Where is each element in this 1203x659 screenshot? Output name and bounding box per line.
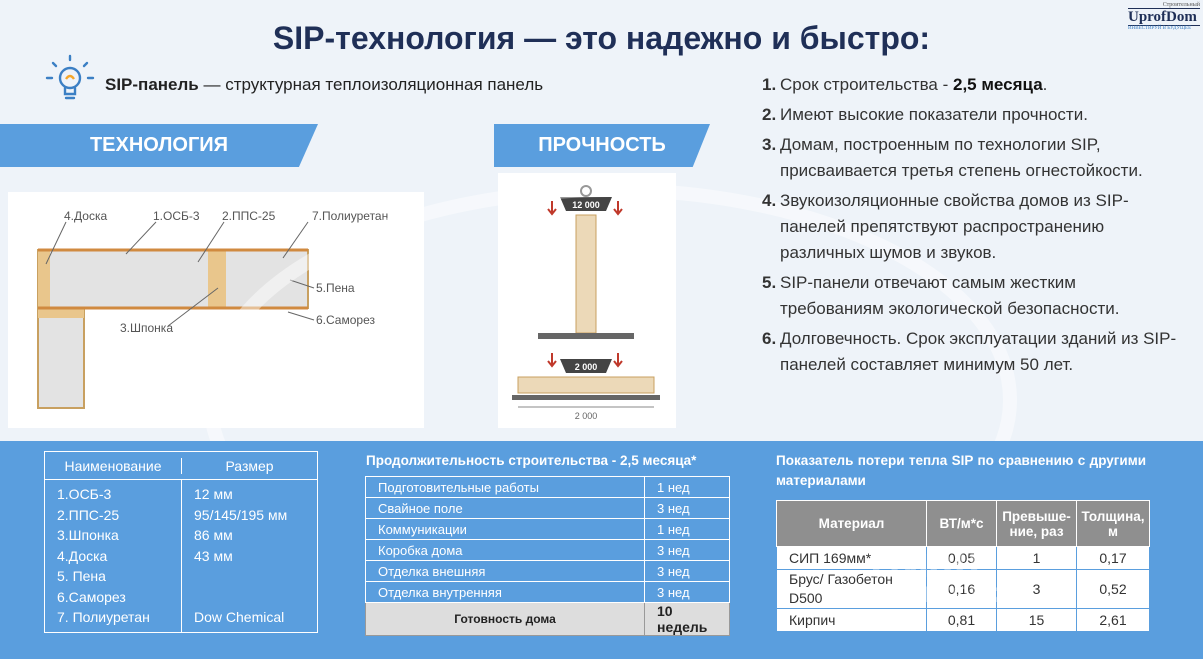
lightbulb-icon (45, 54, 95, 100)
diagram-label-osb: 1.ОСБ-3 (153, 209, 200, 223)
diagram-label-screw: 6.Саморез (316, 313, 375, 327)
sip-definition: SIP-панель — структурная теплоизоляционн… (105, 75, 543, 95)
watermark-text: Циан (870, 538, 981, 587)
strength-banner: ПРОЧНОСТЬ (494, 124, 710, 167)
advantages-list: 1.Срок строительства - 2,5 месяца. 2.Име… (762, 72, 1182, 382)
advantage-item: 2.Имеют высокие показатели прочности. (762, 105, 1088, 124)
advantage-item: 3.Домам, построенным по технологии SIP, … (762, 135, 1143, 180)
heatloss-table: Материал ВТ/м*с Превыше-ние, раз Толщина… (776, 500, 1150, 632)
span-length: 2 000 (575, 411, 598, 421)
definition-text: — структурная теплоизоляционная панель (198, 75, 544, 94)
advantage-item: 4.Звукоизоляционные свойства домов из SI… (762, 191, 1129, 262)
technology-banner: ТЕХНОЛОГИЯ (0, 124, 318, 167)
diagram-label-polyurethane: 7.Полиуретан (312, 209, 388, 223)
load-weight-top: 12 000 (572, 200, 600, 210)
diagram-label-key: 3.Шпонка (120, 321, 173, 335)
logo-small-text: Строительный (1162, 2, 1200, 8)
diagram-label-board: 4.Доска (64, 209, 107, 223)
components-header-name: Наименование (45, 457, 182, 474)
company-logo: Строительный UprofDom ИНВЕСТИРУЙ В БУДУЩ… (1128, 2, 1200, 34)
logo-name: UprofDom (1128, 8, 1200, 26)
definition-term: SIP-панель (105, 75, 199, 94)
table-header-row: Материал ВТ/м*с Превыше-ние, раз Толщина… (776, 500, 1150, 547)
components-header-size: Размер (225, 457, 274, 474)
logo-tagline: ИНВЕСТИРУЙ В БУДУЩЕЕ (1128, 26, 1192, 31)
advantage-item: 5.SIP-панели отвечают самым жестким треб… (762, 273, 1120, 318)
page-title: SIP-технология — это надежно и быстро: (272, 20, 931, 56)
watermark-id: ID 314098527 (880, 582, 1019, 607)
advantage-item: 1.Срок строительства - 2,5 месяца. (762, 75, 1048, 94)
diagram-label-foam: 5.Пена (316, 281, 355, 295)
sip-panel-diagram: 4.Доска 1.ОСБ-3 2.ППС-25 7.Полиуретан 5.… (8, 192, 424, 428)
strength-test-diagram: 12 000 2 000 2 000 (498, 173, 676, 428)
diagram-label-pps: 2.ППС-25 (222, 209, 276, 223)
load-weight-bottom: 2 000 (575, 362, 598, 372)
advantage-item: 6.Долговечность. Срок эксплуатации здани… (762, 329, 1177, 374)
heatloss-title: Показатель потери тепла SIP по сравнению… (776, 453, 1146, 488)
schedule-title: Продолжительность строительства - 2,5 ме… (366, 453, 697, 468)
